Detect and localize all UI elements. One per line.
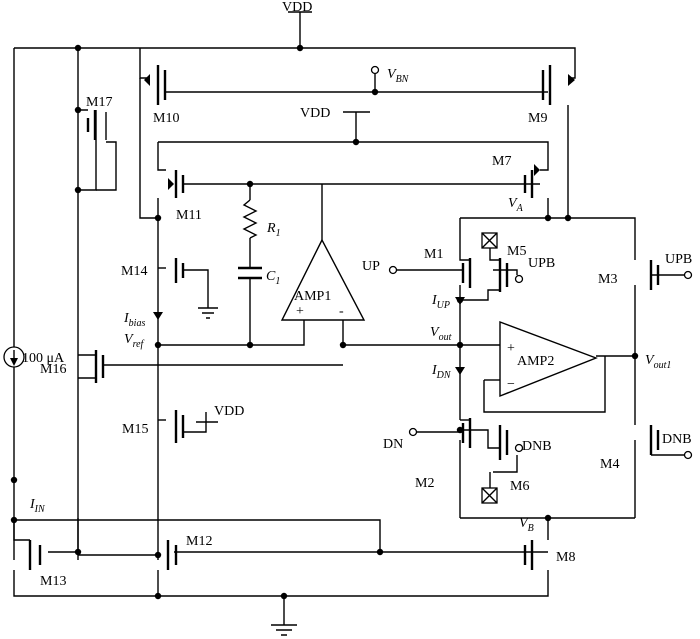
m8-label: M8 [556,550,575,565]
dnb-m4-label: DNB [662,432,692,447]
m9-label: M9 [528,111,547,126]
m1-label: M1 [424,247,443,262]
junction-dots [10,44,639,600]
transistor-gates [28,65,660,570]
resistor-r1 [242,199,258,239]
va-label: VA [508,196,524,214]
m3-label: M3 [598,272,617,287]
vbn-label: VBN [387,67,410,85]
m10-label: M10 [153,111,179,126]
dnb-m6-label: DNB [522,439,552,454]
crossed-box-icon-m5 [481,232,498,249]
dnb-m4-terminal [683,450,693,460]
idn-label: IDN [431,363,452,381]
vb-label: VB [519,516,534,534]
vout1-label: Vout1 [645,353,671,371]
dnb-m6-terminal [514,443,524,453]
m2-label: M2 [415,476,434,491]
vdd-label-low: VDD [214,404,244,419]
input-terminals [370,65,693,460]
upb-m3-terminal [683,270,693,280]
amp2-label: AMP2 [517,354,554,369]
upb-m3-label: UPB [665,252,692,267]
m12-label: M12 [186,534,212,549]
dn-input-label: DN [383,437,403,452]
up-input-label: UP [362,259,380,274]
ibias-label: Ibias [123,311,145,329]
m16-label: M16 [40,362,66,377]
amp1-triangle [280,238,366,321]
up-terminal [388,265,398,275]
c1-label: C1 [266,269,280,287]
ground-symbol-bottom [271,624,297,636]
m14-label: M14 [121,264,147,279]
amp1-plus: + [296,304,304,319]
crossed-box-icon-m6 [481,487,498,504]
vdd-label-mid: VDD [300,106,330,121]
m7-label: M7 [492,154,511,169]
amp2-triangle [499,320,598,398]
iin-label: IIN [29,497,46,515]
m6-label: M6 [510,479,529,494]
vdd-label-top: VDD [282,0,312,15]
m13-label: M13 [40,574,66,589]
vref-label: Vref [124,332,145,350]
amp2-plus: + [507,341,515,356]
amp2-minus: − [507,377,515,392]
m17-label: M17 [86,95,112,110]
vbn-terminal [370,65,380,75]
capacitor-c1 [238,266,262,280]
m11-label: M11 [176,208,202,223]
r1-label: R1 [266,221,281,239]
upb-m5-label: UPB [528,256,555,271]
current-source-icon [3,346,25,368]
m5-label: M5 [507,244,526,259]
iup-label: IUP [431,293,450,311]
current-source-label: 100 μA [22,351,65,366]
amp1-label: AMP1 [294,289,331,304]
amp1-minus: - [339,304,344,319]
m4-label: M4 [600,457,619,472]
upb-m5-terminal [514,274,524,284]
vdd-bars [196,11,370,423]
dn-terminal [408,427,418,437]
ground-symbol-m14 [198,307,218,319]
m15-label: M15 [122,422,148,437]
vout-label: Vout [430,325,452,343]
